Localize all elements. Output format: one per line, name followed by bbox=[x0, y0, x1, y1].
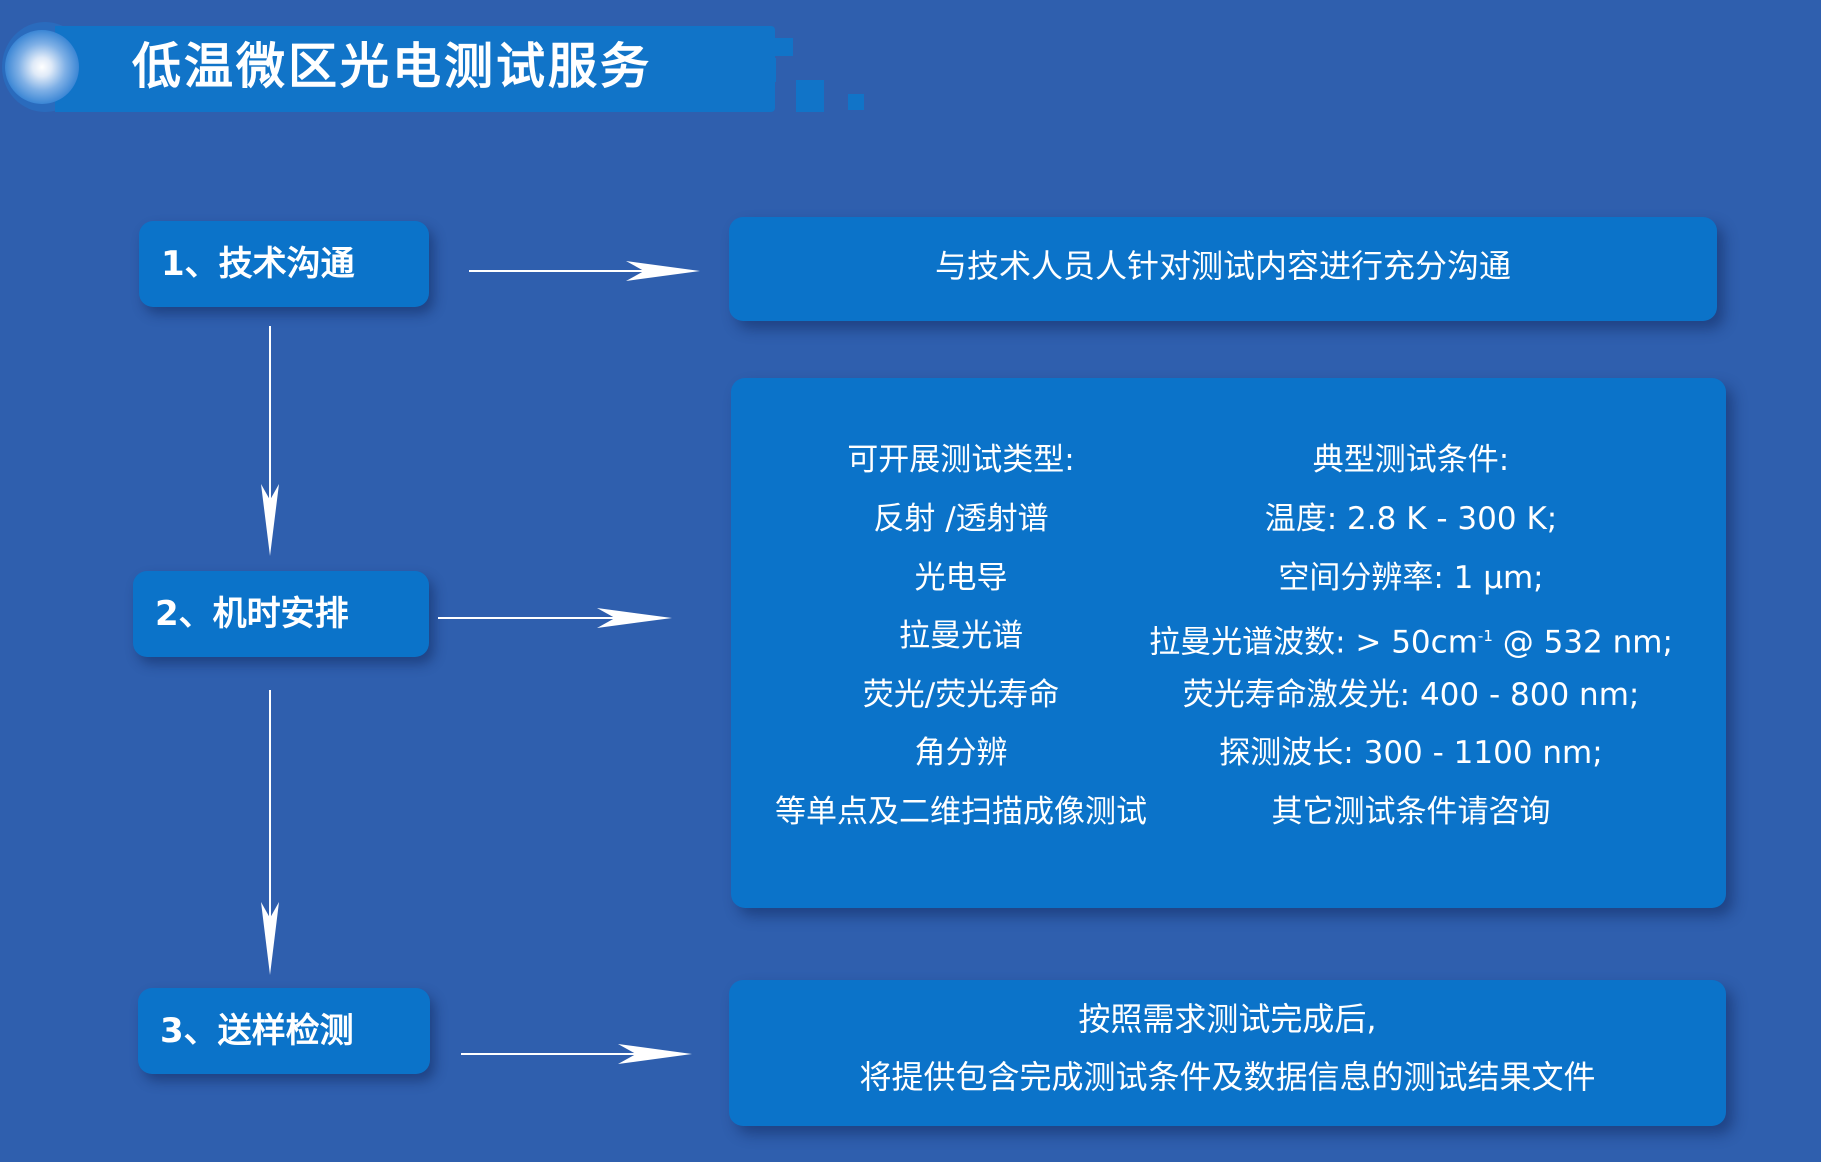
test-conditions-header: 典型测试条件: bbox=[1312, 442, 1510, 478]
test-type-item: 光电导 bbox=[914, 560, 1008, 596]
arrowhead-down bbox=[261, 902, 279, 975]
test-condition-item: 温度: 2.8 K - 300 K; bbox=[1264, 501, 1558, 537]
test-type-item: 等单点及二维扫描成像测试 bbox=[775, 794, 1147, 830]
header-pixel-decoration bbox=[752, 58, 776, 82]
test-type-item: 荧光/荧光寿命 bbox=[862, 677, 1060, 713]
raman-condition-text: 拉曼光谱波数: > 50cm bbox=[1149, 624, 1478, 661]
raman-condition-suffix: @ 532 nm; bbox=[1492, 624, 1673, 661]
test-type-item: 角分辨 bbox=[914, 735, 1008, 771]
test-condition-item: 荧光寿命激发光: 400 - 800 nm; bbox=[1182, 677, 1640, 713]
test-type-item: 反射 /透射谱 bbox=[873, 501, 1049, 537]
globe-icon bbox=[5, 30, 79, 104]
header-bar bbox=[55, 26, 775, 112]
delivery-text-line-2: 将提供包含完成测试条件及数据信息的测试结果文件 bbox=[859, 1058, 1596, 1096]
header-pixel-decoration bbox=[848, 94, 864, 110]
communication-box: 与技术人员人针对测试内容进行充分沟通 bbox=[729, 217, 1717, 321]
test-details-box: 可开展测试类型: 典型测试条件: 反射 /透射谱 光电导 拉曼光谱 荧光/荧光寿… bbox=[731, 378, 1726, 908]
step-3-label: 3、送样检测 bbox=[138, 988, 430, 1074]
delivery-box: 按照需求测试完成后, 将提供包含完成测试条件及数据信息的测试结果文件 bbox=[729, 980, 1726, 1126]
test-condition-item-raman: 拉曼光谱波数: > 50cm-1 @ 532 nm; bbox=[1131, 616, 1691, 662]
communication-text: 与技术人员人针对测试内容进行充分沟通 bbox=[934, 247, 1511, 285]
test-types-header: 可开展测试类型: bbox=[847, 442, 1075, 478]
header-pixel-decoration bbox=[730, 34, 752, 56]
arrowhead-down bbox=[261, 484, 279, 556]
arrowhead-right bbox=[618, 1044, 692, 1064]
test-type-item: 拉曼光谱 bbox=[899, 618, 1023, 654]
test-condition-item: 其它测试条件请咨询 bbox=[1271, 794, 1551, 830]
page-title: 低温微区光电测试服务 bbox=[132, 38, 653, 95]
header-pixel-decoration bbox=[775, 38, 793, 56]
step-1-label: 1、技术沟通 bbox=[139, 221, 429, 307]
raman-unit-superscript: -1 bbox=[1477, 627, 1493, 645]
arrowhead-right bbox=[626, 261, 700, 281]
delivery-text-line-1: 按照需求测试完成后, bbox=[1078, 1000, 1377, 1038]
test-condition-item: 空间分辨率: 1 μm; bbox=[1278, 560, 1544, 596]
step-2-label: 2、机时安排 bbox=[133, 571, 429, 657]
arrowhead-right bbox=[597, 608, 672, 628]
test-condition-item: 探测波长: 300 - 1100 nm; bbox=[1219, 735, 1603, 771]
header-pixel-decoration bbox=[796, 80, 824, 112]
